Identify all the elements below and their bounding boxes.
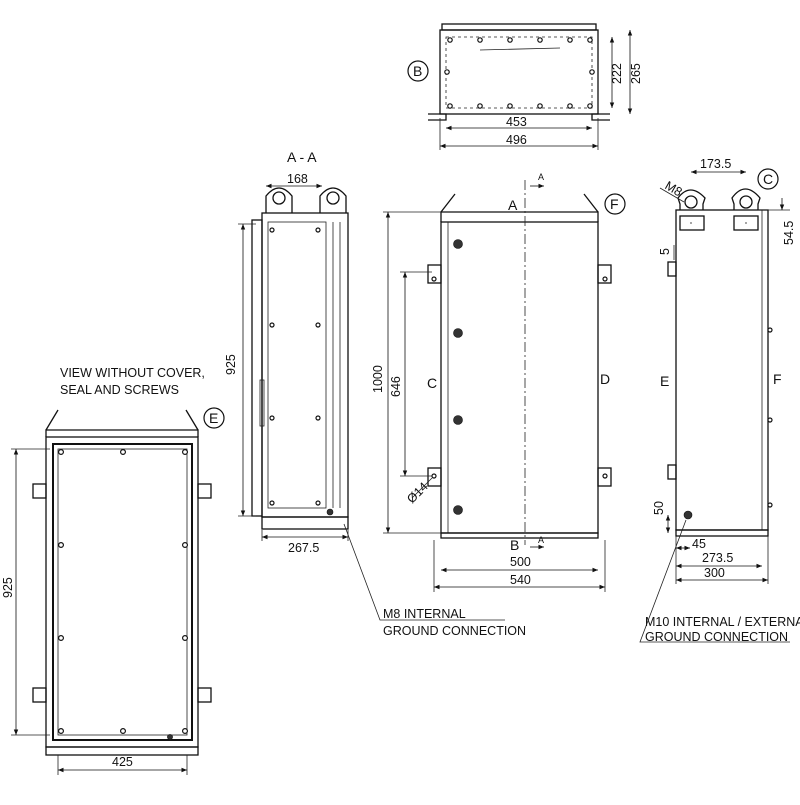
side-label-e: E	[660, 373, 669, 389]
side-dim-45: 45	[692, 537, 706, 551]
section-bolts	[269, 227, 334, 516]
view-e-dim-425: 425	[112, 755, 133, 769]
section-callout-line1: M8 INTERNAL	[383, 607, 466, 621]
front-side-d: D	[600, 371, 610, 387]
view-b-bolts	[444, 37, 595, 109]
view-b-dim-453: 453	[506, 115, 527, 129]
section-dim-925: 925	[224, 354, 238, 375]
section-dim-267-5: 267.5	[288, 541, 319, 555]
side-callout-line1: M10 INTERNAL / EXTERNAL	[645, 615, 800, 629]
section-callout-line2: GROUND CONNECTION	[383, 624, 526, 638]
front-side-c: C	[427, 375, 437, 391]
side-circle-label: C	[763, 171, 773, 187]
view-b-dim-496: 496	[506, 133, 527, 147]
view-e-circle-label: E	[209, 410, 218, 426]
view-b-dim-265: 265	[629, 63, 643, 84]
side-bolt-m8: M8	[663, 178, 685, 199]
front-section-marker-top: A	[538, 172, 544, 182]
side-view: E F 173.5 C M8 54.5 5 50 45 273.5 300 M1…	[639, 157, 800, 644]
side-dim-54-5: 54.5	[782, 221, 796, 245]
section-a-a: A - A 168 925 267.5 M8 INTERNAL GROUND C…	[224, 149, 526, 638]
view-e-caption-line2: SEAL AND SCREWS	[60, 383, 179, 397]
view-e-dim-925: 925	[1, 577, 15, 598]
front-dim-1000: 1000	[371, 365, 385, 393]
front-dim-646: 646	[389, 376, 403, 397]
side-dim-50: 50	[652, 501, 666, 515]
view-e-brackets	[32, 483, 212, 703]
side-callout-line2: GROUND CONNECTION	[645, 630, 788, 644]
view-b-dim-222: 222	[610, 63, 624, 84]
front-view: A A B A C D F 1000 646 Ø14 500 540	[371, 172, 626, 592]
front-dim-500: 500	[510, 555, 531, 569]
side-dim-300: 300	[704, 566, 725, 580]
view-b-top: 453 496 222 265 B	[407, 23, 643, 150]
side-dim-5: 5	[658, 248, 672, 255]
section-dim-168: 168	[287, 172, 308, 186]
side-dim-273-5: 273.5	[702, 551, 733, 565]
front-section-marker-bottom: A	[538, 535, 544, 545]
view-b-label: B	[413, 63, 422, 79]
front-latches	[453, 239, 463, 515]
side-label-f: F	[773, 371, 782, 387]
view-e: VIEW WITHOUT COVER, SEAL AND SCREWS E 92…	[1, 366, 225, 775]
front-circle-label: F	[610, 196, 619, 212]
front-label-b: B	[510, 537, 519, 553]
front-label-a: A	[508, 197, 518, 213]
view-e-caption-line1: VIEW WITHOUT COVER,	[60, 366, 205, 380]
view-e-bolts	[57, 449, 189, 740]
side-brackets	[667, 261, 773, 508]
front-dim-540: 540	[510, 573, 531, 587]
front-mount-brackets	[427, 264, 612, 487]
section-title: A - A	[287, 149, 317, 165]
side-dim-173-5: 173.5	[700, 157, 731, 171]
